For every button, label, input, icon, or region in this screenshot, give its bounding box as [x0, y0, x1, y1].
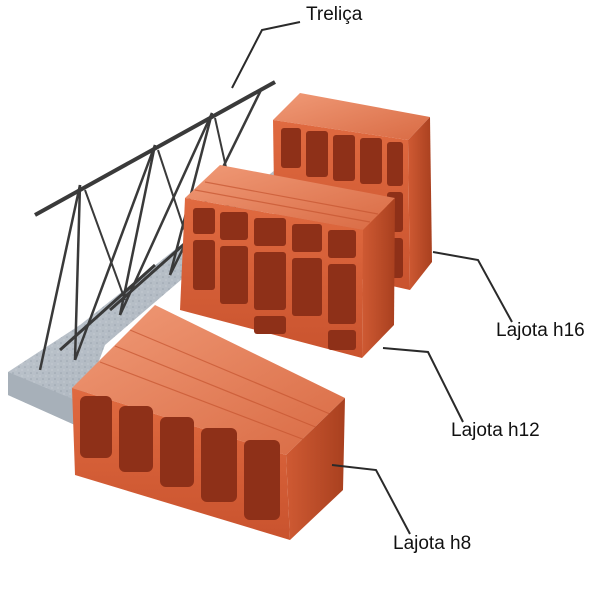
leader-h8 — [331, 464, 411, 535]
label-lajota-h16: Lajota h16 — [496, 320, 585, 341]
leader-h16 — [432, 251, 513, 323]
label-lajota-h12: Lajota h12 — [451, 420, 540, 441]
leader-trelica — [231, 21, 301, 89]
lajota-h8-block — [72, 305, 345, 540]
label-trelica: Treliça — [306, 4, 363, 25]
leader-lines — [231, 21, 513, 535]
leader-h12 — [382, 347, 464, 423]
lajota-h12-block — [180, 165, 395, 358]
label-lajota-h8: Lajota h8 — [393, 533, 472, 554]
